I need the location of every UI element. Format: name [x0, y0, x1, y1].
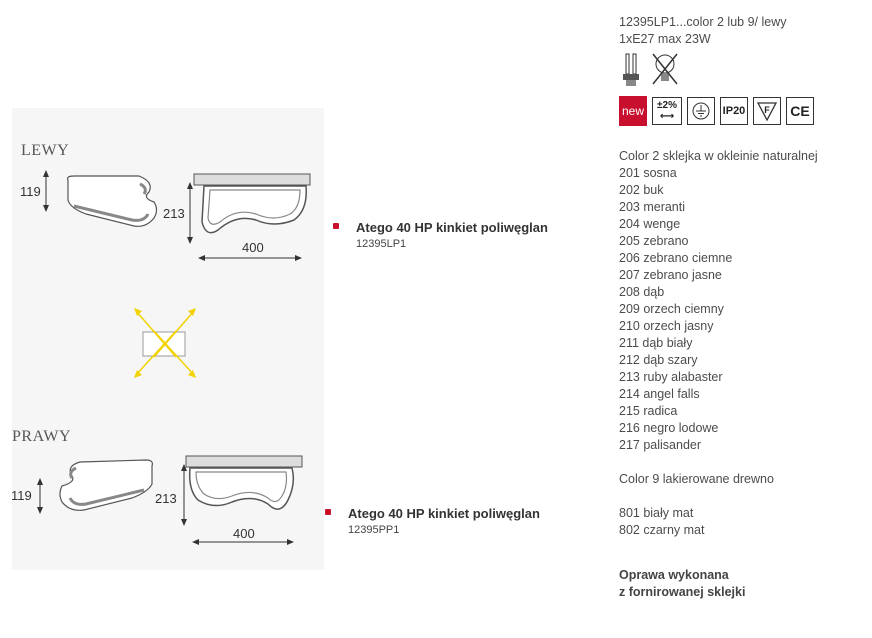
- list-item: 215 radica: [619, 404, 678, 418]
- spec-line-model: 12395LP1...color 2 lub 9/ lewy: [619, 15, 787, 29]
- ce-mark-icon: CE: [786, 97, 814, 125]
- light-direction-icon: [134, 308, 196, 378]
- earth-ground-icon: [687, 97, 715, 125]
- product-code-prawy: 12395PP1: [348, 524, 400, 536]
- cfl-bulb-icon: [623, 53, 639, 86]
- f-mark-icon: F: [753, 97, 781, 125]
- list-item: 211 dąb biały: [619, 336, 693, 350]
- prawy-top-drawing: [181, 455, 303, 545]
- ip20-icon: IP20: [720, 97, 748, 125]
- list-item: 213 ruby alabaster: [619, 370, 723, 384]
- list-item: 205 zebrano: [619, 234, 689, 248]
- list-item: 201 sosna: [619, 166, 677, 180]
- list-item: 216 negro lodowe: [619, 421, 719, 435]
- list-item: 802 czarny mat: [619, 523, 705, 537]
- list-item: 214 angel falls: [619, 387, 700, 401]
- list-item: 212 dąb szary: [619, 353, 698, 367]
- list-item: 210 orzech jasny: [619, 319, 714, 333]
- tolerance-icon: ±2% ⟷: [652, 97, 682, 125]
- material-note-line1: Oprawa wykonana: [619, 568, 729, 582]
- list-item: 203 meranti: [619, 200, 686, 214]
- list-item: 217 palisander: [619, 438, 702, 452]
- prawy-label: PRAWY: [12, 428, 71, 445]
- lewy-label: LEWY: [21, 142, 70, 159]
- prawy-dim-400: 400: [233, 526, 255, 541]
- color2-heading: Color 2 sklejka w okleinie naturalnej: [619, 149, 818, 163]
- no-incandescent-icon: [652, 53, 678, 85]
- list-item: 202 buk: [619, 183, 664, 197]
- f-mark-label: F: [764, 105, 770, 115]
- color2-list: 201 sosna 202 buk 203 meranti 204 wenge …: [619, 165, 869, 454]
- tolerance-label: ±2%: [657, 100, 677, 111]
- bulb-icons-row: [619, 50, 869, 88]
- certification-icons-row: new ±2% ⟷ IP20 F CE: [619, 94, 869, 128]
- arrows-icon: ⟷: [659, 111, 675, 122]
- lewy-side-drawing: [43, 170, 158, 227]
- prawy-side-drawing: [37, 459, 153, 514]
- lewy-dim-400: 400: [242, 240, 264, 255]
- list-item: 207 zebrano jasne: [619, 268, 722, 282]
- lewy-dim-213: 213: [163, 206, 185, 221]
- product-title-prawy[interactable]: Atego 40 HP kinkiet poliwęglan: [348, 506, 540, 521]
- list-item: 206 zebrano ciemne: [619, 251, 733, 265]
- list-item: 209 orzech ciemny: [619, 302, 724, 316]
- material-note-line2: z fornirowanej sklejki: [619, 585, 746, 599]
- specs-column: 12395LP1...color 2 lub 9/ lewy 1xE27 max…: [619, 14, 869, 601]
- list-item: 204 wenge: [619, 217, 681, 231]
- product-bullet: [325, 509, 331, 515]
- prawy-dim-213: 213: [155, 491, 177, 506]
- spec-line-power: 1xE27 max 23W: [619, 32, 711, 46]
- lewy-dim-119: 119: [20, 184, 41, 199]
- list-item: 208 dąb: [619, 285, 665, 299]
- lewy-top-drawing: [187, 173, 311, 261]
- prawy-dim-119: 119: [11, 488, 32, 503]
- product-bullet: [333, 223, 339, 229]
- new-badge: new: [619, 96, 647, 126]
- list-item: 801 biały mat: [619, 506, 694, 520]
- color9-heading: Color 9 lakierowane drewno: [619, 472, 774, 486]
- product-code-lewy: 12395LP1: [356, 238, 407, 250]
- product-title-lewy[interactable]: Atego 40 HP kinkiet poliwęglan: [356, 220, 548, 235]
